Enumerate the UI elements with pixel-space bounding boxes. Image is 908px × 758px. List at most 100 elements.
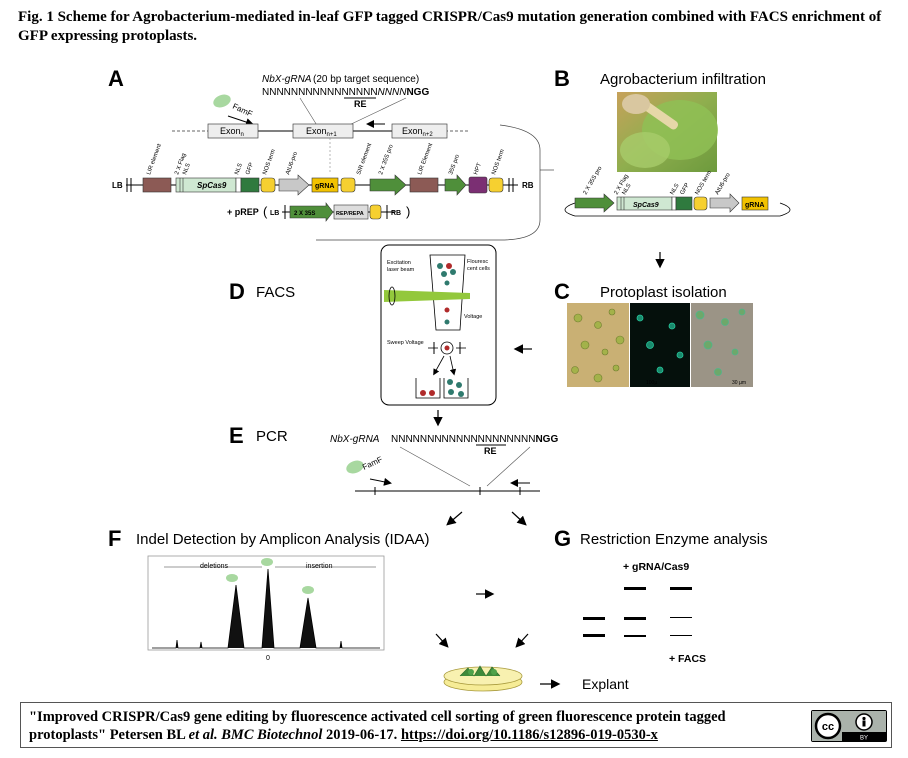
exon-n-label: Exonn: [220, 126, 244, 138]
cc-text: cc: [822, 721, 834, 733]
panel-a-grna-header: NbX-gRNA (20 bp target sequence) NNNNNNN…: [262, 74, 429, 128]
svg-text:NOS term: NOS term: [695, 170, 714, 196]
svg-text:+ pREP: + pREP: [227, 207, 259, 217]
panel-b-title: Agrobacterium infiltration: [600, 71, 766, 88]
arrow-e-to-f: [446, 511, 463, 526]
svg-text:NLS: NLS: [182, 163, 192, 176]
svg-text:2 X 35S pro: 2 X 35S pro: [583, 165, 604, 196]
svg-text:AtU6-pro: AtU6-pro: [715, 172, 733, 196]
citation-box: "Improved CRISPR/Cas9 gene editing by fl…: [20, 702, 892, 748]
insertion-label: insertion: [306, 563, 333, 570]
svg-text:Sweep Voltage: Sweep Voltage: [387, 340, 424, 346]
panel-a-re-label: RE: [354, 99, 367, 109]
arrow-f-to-explant: [435, 633, 449, 648]
svg-text:HPT: HPT: [473, 162, 483, 176]
svg-text:100µ: 100µ: [646, 380, 657, 386]
panel-d-letter: D: [229, 279, 245, 304]
svg-text:30 µm: 30 µm: [732, 380, 746, 386]
svg-text:LB: LB: [270, 210, 279, 217]
idaa-trace: deletions insertion 0: [147, 555, 385, 662]
restriction-gel: + gRNA/Cas9 + FACS: [583, 561, 706, 665]
svg-text:gRNA: gRNA: [745, 202, 764, 209]
svg-text:NOS term: NOS term: [262, 149, 277, 176]
svg-text:AtU6-pro: AtU6-pro: [285, 150, 299, 175]
svg-text:Excitation: Excitation: [387, 260, 411, 266]
svg-text:35S pro: 35S pro: [448, 153, 461, 175]
svg-text:FamF: FamF: [361, 455, 384, 472]
arrow-e-to-g: [511, 511, 527, 526]
svg-text:2 X 35S pro: 2 X 35S pro: [378, 143, 395, 175]
figure-caption: Fig. 1 Scheme for Agrobacterium-mediated…: [18, 9, 882, 44]
panel-g-title: Restriction Enzyme analysis: [580, 531, 768, 548]
svg-text:Voltage: Voltage: [464, 314, 482, 320]
panel-a-prep-cassette: + pREP ( LB 2 X 35S REP/REPA RB ): [227, 202, 410, 222]
exon-n2-label: Exonn+2: [402, 126, 433, 138]
cc-by-license-badge[interactable]: cc BY: [811, 710, 887, 742]
panel-c-letter: C: [554, 279, 570, 304]
svg-text:GFP: GFP: [245, 162, 255, 176]
panel-c-title: Protoplast isolation: [600, 284, 727, 301]
svg-text:0: 0: [266, 655, 270, 662]
svg-text:REP/REPA: REP/REPA: [336, 211, 364, 217]
svg-text:): ): [406, 204, 410, 219]
panel-a-grna-note: (20 bp target sequence): [313, 74, 419, 85]
svg-text:cent cells: cent cells: [467, 266, 490, 272]
citation-journal: BMC Biotechnol: [221, 727, 323, 743]
panel-e-re-label: RE: [484, 446, 497, 456]
panel-a-famf-primer: FamF: [213, 94, 254, 126]
panel-a-grna-label: NbX-gRNA: [262, 74, 312, 85]
exon-n1-label: Exonn+1: [306, 126, 337, 138]
panel-b-plasmid: SpCas9 gRNA 2 X 35S pro 2 X Flag NLS NLS…: [564, 165, 791, 217]
panel-e-amplicon: FamF: [346, 455, 540, 495]
panel-a-letter: A: [108, 66, 124, 91]
svg-text:Flouresc: Flouresc: [467, 259, 488, 265]
cc-icon: [814, 712, 842, 740]
citation-authors: Petersen BL: [109, 727, 186, 743]
arrow-g-to-explant: [515, 633, 529, 648]
panel-b-letter: B: [554, 66, 570, 91]
panel-e-grna-label: NbX-gRNA: [330, 434, 380, 445]
panel-a-sequence: NNNNNNNNNNNNNNNNNNNNNGG: [262, 87, 429, 98]
svg-text:LIR element: LIR element: [146, 143, 163, 176]
svg-text:(: (: [263, 204, 268, 219]
lb-label: LB: [112, 181, 123, 190]
panel-e-letter: E: [229, 423, 244, 448]
svg-text:FamF: FamF: [231, 102, 254, 119]
svg-text:SpCas9: SpCas9: [633, 202, 659, 209]
panel-a-tdna-cassette: LB RB SpCas9 gRNA LIR element 2 X Flag N…: [112, 142, 534, 196]
svg-text:2 X 35S: 2 X 35S: [294, 211, 315, 217]
panel-e-sequence: NNNNNNNNNNNNNNNNNNNNNGG: [391, 434, 558, 445]
panel-f-letter: F: [108, 526, 121, 551]
svg-text:NLS: NLS: [622, 183, 633, 196]
citation-date: 2019-06-17.: [326, 727, 398, 743]
panel-g-letter: G: [554, 526, 571, 551]
explant-label: Explant: [582, 676, 629, 692]
svg-text:NLS: NLS: [234, 163, 244, 176]
citation-title: "Improved CRISPR/Cas9 gene editing by fl…: [29, 709, 726, 743]
petri-dish-explant: [443, 665, 523, 692]
svg-text:+ FACS: + FACS: [669, 653, 706, 665]
svg-text:NLS: NLS: [670, 183, 681, 196]
svg-text:RB: RB: [391, 210, 401, 217]
protoplast-micrographs: 100µ 30 µm: [567, 303, 753, 387]
infiltration-photo: [617, 92, 718, 172]
panel-d-title: FACS: [256, 284, 295, 301]
citation-text: "Improved CRISPR/Cas9 gene editing by fl…: [29, 708, 799, 744]
svg-text:GFP: GFP: [680, 182, 691, 196]
spcas9-label: SpCas9: [197, 181, 227, 190]
svg-text:+ gRNA/Cas9: + gRNA/Cas9: [623, 561, 689, 573]
panel-f-title: Indel Detection by Amplicon Analysis (ID…: [136, 531, 429, 548]
facs-schematic: Excitation laser beam Flouresc cent cell…: [380, 244, 497, 406]
panel-a-exon-locus: Exonn Exonn+1 Exonn+2: [172, 120, 470, 172]
panel-e-title: PCR: [256, 428, 288, 445]
svg-text:LIR Element: LIR Element: [417, 142, 434, 175]
citation-etal: et al.: [188, 727, 218, 743]
rb-label: RB: [522, 181, 534, 190]
svg-text:NOS term: NOS term: [491, 149, 506, 176]
deletions-label: deletions: [200, 563, 229, 570]
figure-canvas: A NbX-gRNA (20 bp target sequence) NNNNN…: [108, 66, 791, 692]
grna-box-label: gRNA: [315, 183, 334, 190]
svg-text:SIR element: SIR element: [356, 142, 373, 175]
lir-element-box: [142, 177, 172, 193]
citation-doi-link[interactable]: https://doi.org/10.1186/s12896-019-0530-…: [400, 727, 658, 743]
